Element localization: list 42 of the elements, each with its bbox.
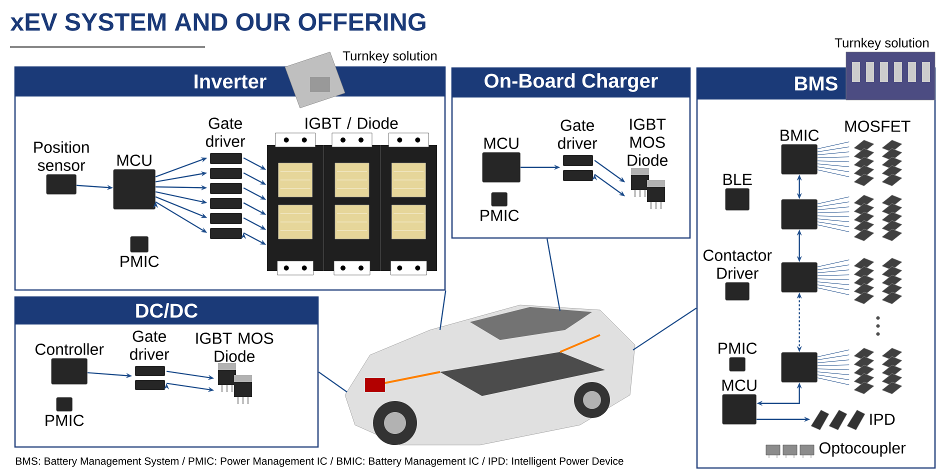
leader-line bbox=[439, 290, 446, 330]
part-label: MCU bbox=[117, 154, 152, 166]
panel-header: DC/DC bbox=[15, 296, 318, 325]
pin-lines bbox=[817, 260, 850, 296]
part-label: BMIC bbox=[780, 130, 819, 141]
part-label: Controller bbox=[36, 343, 104, 355]
part-label: MCU bbox=[722, 380, 756, 391]
part-label: Position sensor bbox=[34, 141, 89, 171]
pin-lines bbox=[817, 196, 850, 232]
part-label: MOSFET bbox=[845, 120, 910, 132]
part-label: PMIC bbox=[46, 414, 84, 426]
part-label: IGBT MOS Diode bbox=[196, 332, 274, 362]
mosfet-array-drawing bbox=[854, 258, 902, 304]
part-label: Contactor Driver bbox=[703, 250, 772, 279]
mosfet-array-drawing bbox=[854, 348, 902, 394]
car-drawing bbox=[344, 304, 636, 446]
pin-lines bbox=[817, 142, 850, 178]
part-label: PMIC bbox=[718, 342, 757, 354]
part-label: IGBT / Diode bbox=[306, 117, 398, 129]
part-label: IPD bbox=[870, 414, 895, 425]
part-label: PMIC bbox=[480, 210, 519, 222]
footnote: BMS: Battery Management System / PMIC: Power Management IC / BMIC: Battery Management IC / IPD: Intelligent Power Device bbox=[16, 457, 624, 467]
mosfet-array-drawing bbox=[854, 194, 902, 242]
chip-icon bbox=[781, 262, 818, 293]
pin-lines bbox=[817, 350, 850, 386]
leader-line bbox=[546, 238, 561, 312]
caption-text: Turnkey solution bbox=[342, 50, 437, 64]
leader-line bbox=[632, 308, 697, 350]
part-label: Gate driver bbox=[130, 330, 170, 360]
leader-line bbox=[318, 372, 348, 392]
part-label: Gate driver bbox=[206, 118, 246, 147]
caption-text: Turnkey solution bbox=[834, 38, 929, 50]
part-label: Optocoupler bbox=[820, 442, 906, 457]
panel-header: On-Board Charger bbox=[452, 68, 690, 98]
chip-icon bbox=[781, 352, 818, 383]
chip-icon bbox=[781, 199, 818, 230]
part-label: Gate driver bbox=[558, 120, 598, 149]
part-label: PMIC bbox=[120, 256, 159, 268]
part-label: IGBT MOS Diode bbox=[628, 118, 668, 166]
part-label: BLE bbox=[724, 174, 752, 185]
part-label: MCU bbox=[484, 138, 518, 149]
title: xEV SYSTEM AND OUR OFFERING bbox=[10, 13, 426, 31]
